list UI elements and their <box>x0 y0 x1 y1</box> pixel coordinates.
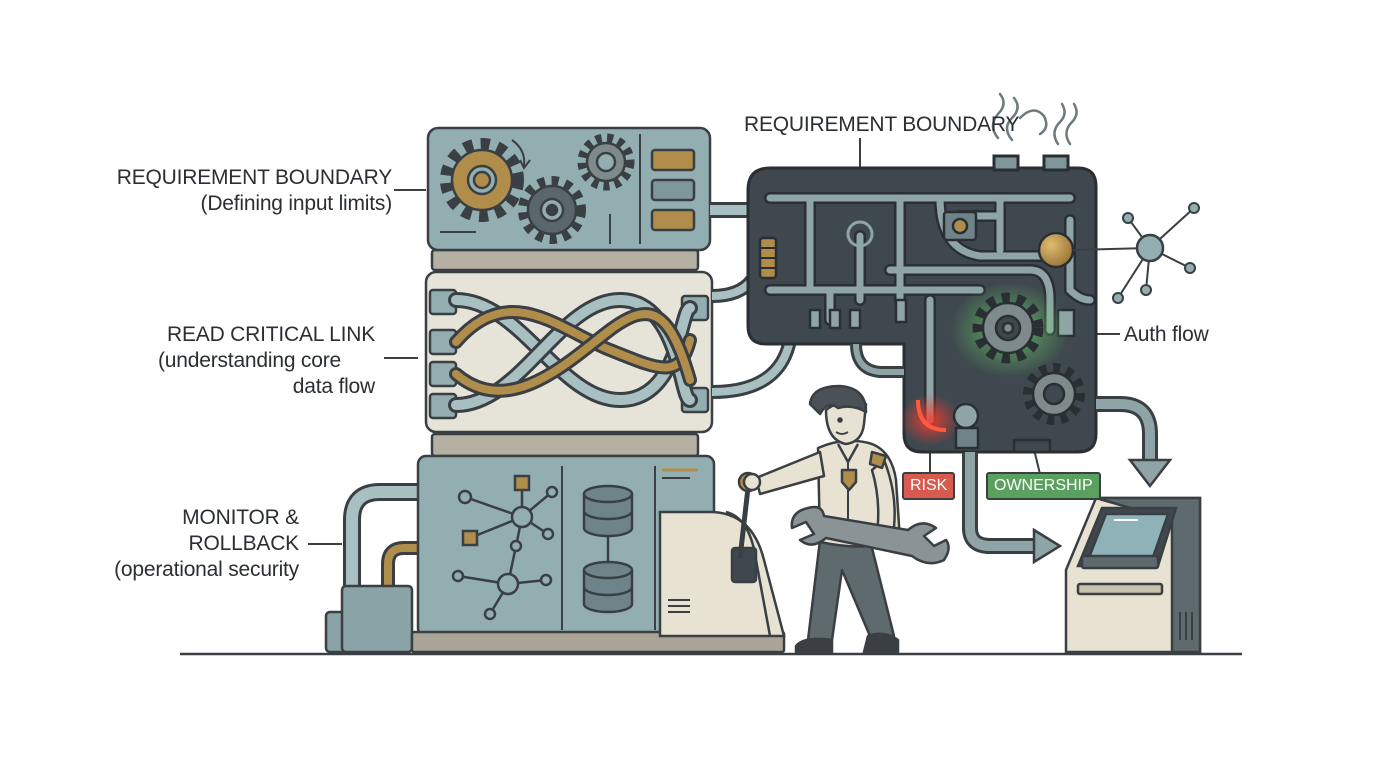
gold-sensor <box>1037 231 1075 269</box>
monitor-line-2: ROLLBACK <box>188 532 300 555</box>
hot-pipe <box>916 399 947 432</box>
req-left-subtitle: (Defining input limits) <box>200 192 393 215</box>
valve-device <box>952 402 1052 454</box>
outflow-pipes <box>850 343 1158 554</box>
read-subtitle-1: (understanding core <box>158 349 341 372</box>
security-badge-icon <box>840 468 858 492</box>
read-subtitle-2: data flow <box>292 375 375 398</box>
gear-icon <box>972 292 1085 425</box>
monitor-rollback-label: MONITOR & ROLLBACK (operational security <box>114 505 299 583</box>
gear-icon <box>440 133 635 244</box>
network-node-icon <box>1072 202 1200 304</box>
braided-cables <box>448 291 698 413</box>
risk-badge: RISK <box>902 472 956 500</box>
req-left-title: REQUIREMENT BOUNDARY <box>116 166 392 189</box>
ownership-badge: OWNERSHIP <box>986 472 1101 500</box>
flow-arrows <box>1032 458 1173 565</box>
red-glow <box>900 394 960 446</box>
valve-ring <box>846 220 874 248</box>
requirement-boundary-top-label: REQUIREMENT BOUNDARY <box>744 113 1020 136</box>
auth-flow-label: Auth flow <box>1124 323 1209 346</box>
wrench-icon <box>790 505 950 565</box>
atm-terminal-icon <box>1064 496 1202 654</box>
read-title: READ CRITICAL LINK <box>167 323 375 346</box>
lever-icon <box>658 471 786 638</box>
monitor-subtitle: (operational security <box>114 558 299 581</box>
requirement-boundary-label: REQUIREMENT BOUNDARY (Defining input lim… <box>117 165 392 217</box>
dark-machine <box>746 154 1098 454</box>
monitor-module <box>324 432 786 654</box>
monitor-line-1: MONITOR & <box>182 506 299 529</box>
steam-icon <box>991 92 1078 146</box>
network-node-icon <box>451 474 559 621</box>
database-icon <box>582 484 634 614</box>
read-critical-link-label: READ CRITICAL LINK (understanding core d… <box>158 322 375 400</box>
